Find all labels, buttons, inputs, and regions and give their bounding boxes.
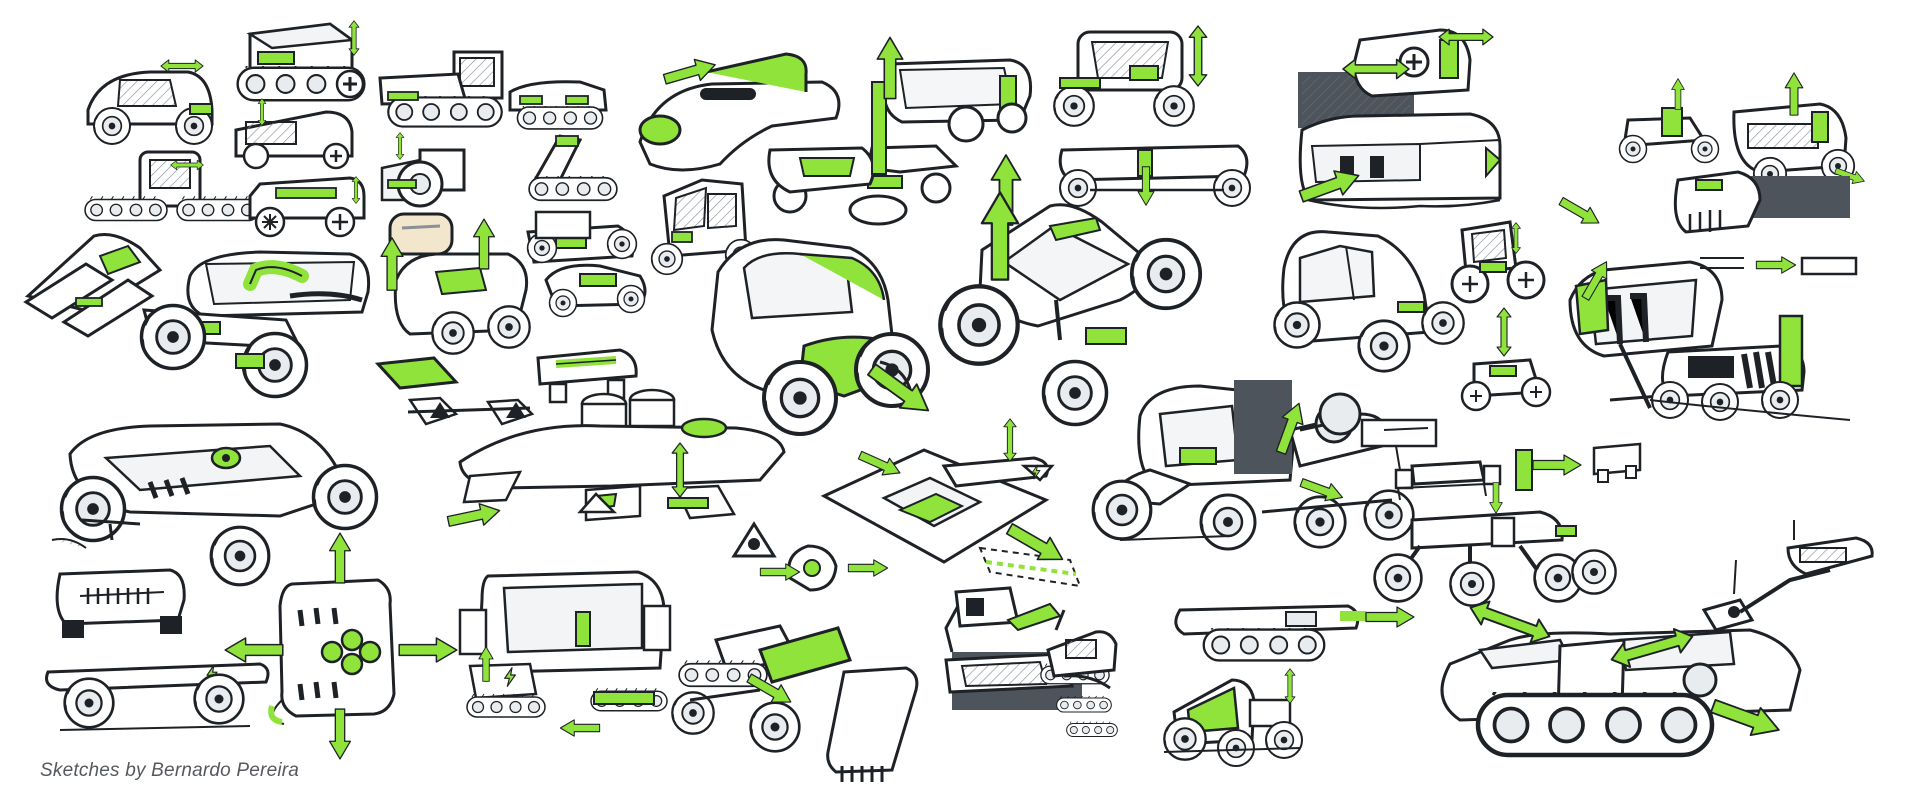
sketch-articulated-train (1174, 604, 1366, 662)
sketch-tracked-crane (944, 586, 1109, 710)
sketch-covered-buggy (139, 250, 371, 399)
sketch-small-van (234, 110, 354, 170)
sketch-cockpit-pod (1091, 380, 1415, 551)
sketch-box-mover (1053, 30, 1195, 127)
sketch-buggy-cab (1163, 678, 1303, 767)
sketch-enclosed-utility-vehicle (710, 238, 930, 436)
sketch-rover-module (1732, 102, 1856, 192)
sketch-cab-tracks (84, 150, 260, 222)
sketch-six-wheel-suv (1273, 230, 1465, 373)
arrow-icon (160, 59, 204, 73)
sketch-tracked-box (236, 22, 366, 102)
sketch-walker-platform (1058, 144, 1251, 207)
sketch-modular-drone-carrier (458, 388, 786, 522)
sketch-cross-module (278, 578, 396, 718)
sketch-bridge-walker (1394, 449, 1533, 501)
sketch-cube-cart (650, 178, 758, 276)
sketch-small-pod-car (86, 70, 214, 145)
sketch-screen-rover (458, 570, 672, 719)
sketch-walker-top (407, 348, 638, 426)
sketch-tracked-arm (528, 134, 618, 202)
sketch-small-quad (1460, 358, 1552, 412)
sketch-small-tractor (1450, 220, 1546, 304)
sketch-large-tracked-hauler (1440, 520, 1874, 755)
sketch-tracked-cart-right (1046, 630, 1118, 738)
sketch-comb-plate (826, 666, 919, 782)
artist-credit: Sketches by Bernardo Pereira (40, 760, 300, 781)
sketch-tracked-sled (23, 233, 163, 338)
sketch-flat-deck-skate (45, 662, 270, 731)
sketch-low-tracked-rover (508, 80, 608, 130)
sketch-legged-rover (1373, 510, 1617, 607)
sketch-stacked-rovers (526, 210, 647, 318)
sketch-modular-tool-boat (638, 52, 841, 172)
sketch-power-unit-rover (1649, 314, 1851, 421)
sketch-arrow-right-top (1700, 256, 1858, 276)
sketch-wheel-pods (731, 521, 838, 592)
sketch-small-bumper (1592, 442, 1642, 483)
sketch-small-pod-cart (1618, 107, 1720, 164)
sketch-lift-table (767, 58, 1033, 226)
sketch-tracked-excavator-small (380, 148, 466, 208)
sketch-bulldozer (378, 50, 504, 128)
sketch-ramp-dock (820, 448, 1082, 588)
sketch-lift-tray-cart (374, 212, 531, 390)
sketch-box-truck (248, 176, 366, 238)
sketch-folding-track-rover (671, 624, 852, 753)
sketch-tray-rover (940, 203, 1203, 427)
sketch-tilted-cart (1673, 170, 1850, 234)
sketch-crane-cab (1318, 392, 1438, 471)
sketch-skateboard-rover (51, 422, 379, 587)
sketch-radiator-module (55, 568, 186, 638)
